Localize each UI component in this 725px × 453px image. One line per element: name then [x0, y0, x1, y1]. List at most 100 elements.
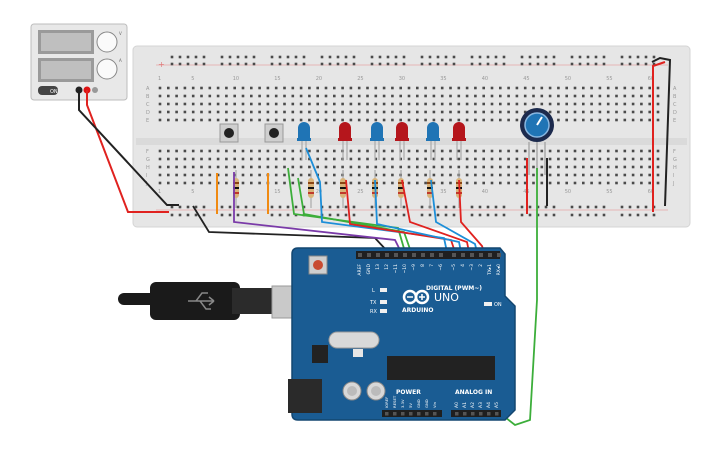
resistor[interactable]	[308, 170, 314, 208]
atmega-chip	[387, 356, 495, 380]
row-letter: J	[672, 181, 674, 187]
column-number: 30	[399, 76, 405, 82]
led-rx-label: RX	[370, 309, 377, 315]
column-number: 40	[482, 76, 488, 82]
column-number: 55	[606, 189, 612, 195]
digital-pin-label: RX◂0	[496, 264, 502, 275]
row-letter: F	[673, 149, 676, 155]
row-letter: F	[146, 149, 149, 155]
digital-pin-label: 4	[460, 264, 466, 267]
row-letter: H	[673, 165, 677, 171]
analog-pin-label: A2	[470, 402, 476, 408]
power-pin-label: 5V	[408, 403, 413, 408]
power-pin-label: Vin	[432, 401, 437, 408]
analog-pin-label: A1	[462, 402, 468, 408]
model-label: UNO	[434, 291, 459, 304]
pushbutton-1[interactable]	[219, 123, 239, 143]
power-switch[interactable]	[38, 86, 58, 95]
led-red[interactable]	[452, 122, 466, 160]
power-pin-label: IOREF	[384, 397, 389, 408]
wire-green-button-2[interactable]	[297, 177, 412, 253]
row-letter: A	[673, 86, 677, 92]
leds	[297, 122, 466, 160]
row-letter: B	[146, 94, 150, 100]
current-knob-icon[interactable]	[96, 58, 118, 80]
row-letter: C	[146, 102, 150, 108]
digital-pin-label: 8	[420, 264, 426, 267]
digital-pin-label: AREF	[357, 264, 363, 276]
potentiometer[interactable]	[520, 108, 554, 175]
column-number: 5	[191, 76, 194, 82]
wire-black-rail[interactable]	[651, 56, 672, 207]
led-l-label: L	[372, 288, 375, 294]
row-letter: G	[673, 157, 677, 163]
wire-blue-led-1[interactable]	[305, 147, 448, 253]
wire-red-led-2[interactable]	[401, 179, 470, 253]
rail-plus-label: +	[158, 60, 165, 69]
column-number: 45	[523, 76, 529, 82]
led-tx-label: TX	[369, 300, 377, 306]
usb-cable[interactable]	[118, 282, 309, 320]
wire-red-rail[interactable]	[652, 61, 666, 212]
digital-pin-label: ~10	[402, 264, 408, 274]
led-red[interactable]	[395, 122, 409, 160]
voltage-knob-label: V	[119, 31, 122, 36]
column-number: 10	[233, 76, 239, 82]
row-letter: E	[146, 118, 149, 124]
column-number: 15	[274, 189, 280, 195]
analog-label: ANALOG IN	[455, 389, 492, 396]
on-led-label: ON	[494, 302, 502, 308]
column-number: 35	[440, 189, 446, 195]
wire-black-supply[interactable]	[78, 90, 179, 206]
power-pin-label: RESET	[392, 395, 397, 408]
led-blue[interactable]	[426, 122, 440, 160]
column-number: 1	[158, 76, 161, 82]
usb-symbol-icon	[188, 292, 215, 310]
wire-black-gnd[interactable]	[192, 205, 389, 253]
wire-blue-led-2[interactable]	[374, 179, 462, 253]
column-number: 60	[648, 189, 654, 195]
digital-pin-label: 12	[384, 264, 390, 270]
resistor[interactable]	[398, 170, 404, 208]
wire-purple-button[interactable]	[233, 172, 402, 253]
pushbutton-2[interactable]	[264, 123, 284, 143]
column-number: 20	[316, 76, 322, 82]
digital-pin-label: ~3	[469, 264, 475, 271]
resistor[interactable]	[340, 170, 346, 208]
digital-pin-label: ~5	[451, 264, 457, 271]
wire-red-supply[interactable]	[86, 90, 169, 213]
digital-pin-label: ~6	[438, 264, 444, 271]
led-blue[interactable]	[370, 122, 384, 160]
row-letter: C	[673, 102, 677, 108]
row-letter: E	[673, 118, 676, 124]
led-red[interactable]	[338, 122, 352, 160]
row-letter: I	[146, 173, 147, 179]
led-blue[interactable]	[297, 122, 311, 160]
column-number: 60	[648, 76, 654, 82]
digital-pin-label: 7	[429, 264, 435, 267]
digital-pin-label: ~11	[393, 264, 399, 274]
analog-pin-label: A0	[454, 402, 460, 408]
digital-pin-label: TX▸1	[487, 264, 493, 276]
power-supply[interactable]: V A ON	[30, 23, 128, 101]
row-letter: D	[673, 110, 677, 116]
power-label: POWER	[396, 389, 421, 396]
wire-green-pot[interactable]	[500, 168, 538, 427]
analog-pin-label: A4	[486, 402, 492, 408]
voltage-knob-icon[interactable]	[96, 31, 118, 53]
column-number: 40	[482, 189, 488, 195]
column-number: 20	[316, 189, 322, 195]
arduino-logo-icon	[402, 289, 430, 305]
analog-pin-label: A5	[494, 402, 500, 408]
digital-pin-label: GND	[366, 263, 372, 274]
digital-pin-label: 2	[478, 264, 484, 267]
wire-red-led-1[interactable]	[345, 179, 456, 253]
digital-pin-label: 13	[375, 264, 381, 270]
digital-pin-label: ~9	[411, 264, 417, 271]
